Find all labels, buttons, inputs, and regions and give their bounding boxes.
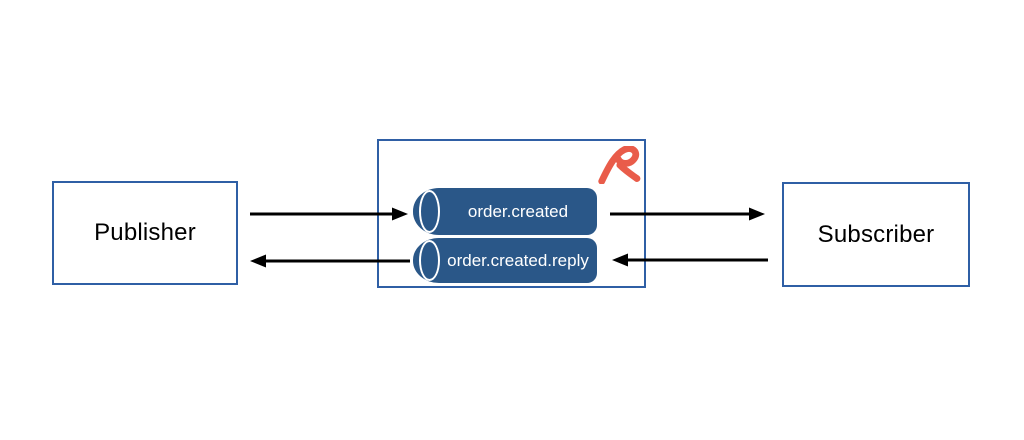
queue-cylinder-order-created-reply: order.created.reply xyxy=(413,238,597,283)
cylinder-rim-icon xyxy=(419,190,440,233)
queue-label: order.created xyxy=(467,201,569,221)
rebus-logo-icon xyxy=(598,146,641,184)
subscriber-box: Subscriber xyxy=(782,182,970,287)
broker-box: order.created order.created.reply xyxy=(377,139,646,288)
cylinder-rim-icon xyxy=(419,240,440,281)
queue-label: order.created.reply xyxy=(447,250,589,270)
queue-cylinder-order-created: order.created xyxy=(413,188,597,235)
publisher-label: Publisher xyxy=(94,219,196,246)
subscriber-label: Subscriber xyxy=(817,220,935,248)
publisher-box: Publisher xyxy=(52,181,238,285)
